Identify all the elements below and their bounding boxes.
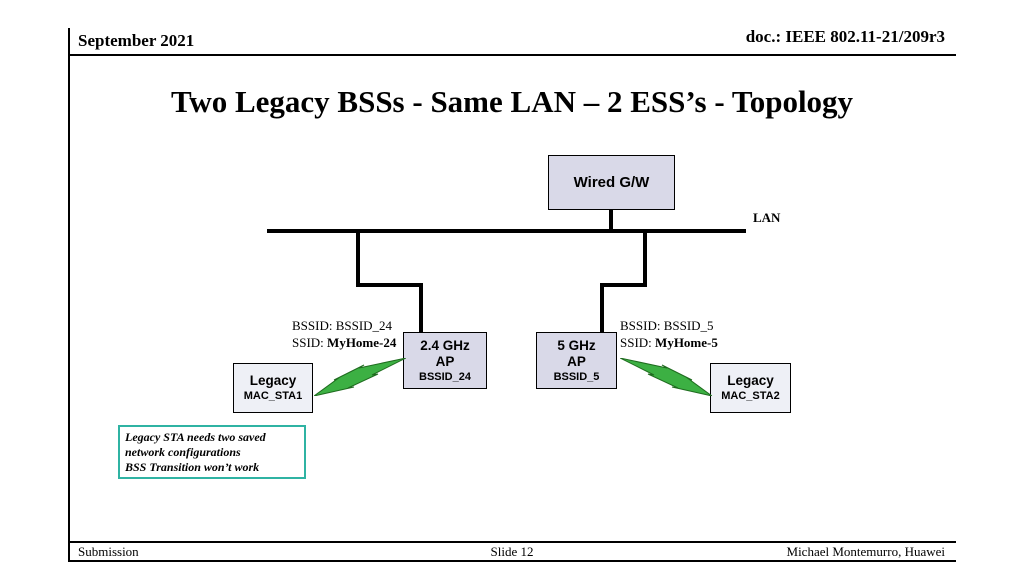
note-line-2: network configurations (125, 445, 241, 459)
ap-5ghz-info-bssid: BSSID: BSSID_5 (620, 318, 714, 333)
ssid-label: SSID: (292, 335, 328, 350)
note-line-1: Legacy STA needs two saved (125, 430, 266, 444)
ap-5ghz-name-line1: 5 GHz (557, 337, 596, 353)
gateway-connector-line (609, 209, 613, 231)
legacy-sta1-label: Legacy (249, 373, 297, 388)
footer-rule-top (68, 541, 956, 543)
lightning-bolt-right-icon (620, 358, 712, 396)
ssid-value: MyHome-5 (655, 335, 718, 350)
note-box: Legacy STA needs two saved network confi… (118, 425, 306, 479)
connector-line-right-vertical (643, 231, 647, 287)
ap-5ghz-info-ssid: SSID: MyHome-5 (620, 334, 718, 351)
connector-line-left-vertical (356, 231, 360, 287)
ap-2-4ghz-info: BSSID: BSSID_24 SSID: MyHome-24 (292, 317, 396, 351)
note-line-3: BSS Transition won’t work (125, 460, 260, 474)
legacy-sta2-mac: MAC_STA2 (721, 390, 780, 402)
connector-line-left-drop (419, 283, 423, 332)
ap-2-4ghz-box: 2.4 GHz AP BSSID_24 (403, 332, 487, 389)
connector-line-right-drop (600, 283, 604, 332)
ap-5ghz-bssid: BSSID_5 (553, 370, 600, 383)
legacy-sta2-box: Legacy MAC_STA2 (710, 363, 791, 413)
legacy-sta1-mac: MAC_STA1 (243, 390, 303, 402)
header-date: September 2021 (78, 31, 195, 50)
gateway-label: Wired G/W (573, 174, 650, 191)
ap-2-4ghz-name-line2: AP (435, 353, 455, 369)
ap-2-4ghz-info-ssid: SSID: MyHome-24 (292, 334, 396, 351)
gateway-box: Wired G/W (548, 155, 675, 210)
header-doc-number: doc.: IEEE 802.11-21/209r3 (745, 27, 945, 46)
footer-rule-bottom (68, 560, 956, 562)
connector-line-right-horizontal (600, 283, 647, 287)
footer-submission: Submission (78, 544, 139, 559)
legacy-sta1-box: Legacy MAC_STA1 (233, 363, 313, 413)
header-rule (68, 54, 956, 56)
ap-2-4ghz-info-bssid: BSSID: BSSID_24 (292, 318, 393, 333)
ap-5ghz-name-line2: AP (567, 353, 586, 369)
footer-author: Michael Montemurro, Huawei (786, 544, 945, 559)
legacy-sta2-label: Legacy (727, 373, 774, 388)
footer-slide-number: Slide 12 (490, 544, 534, 559)
ap-5ghz-info: BSSID: BSSID_5 SSID: MyHome-5 (620, 317, 718, 351)
lan-bus-line (267, 229, 746, 233)
lightning-bolt-left-icon (314, 358, 406, 396)
page-title: Two Legacy BSSs - Same LAN – 2 ESS’s - T… (170, 84, 854, 119)
lan-label: LAN (753, 210, 781, 225)
ap-2-4ghz-bssid: BSSID_24 (419, 370, 471, 383)
ssid-label: SSID: (620, 335, 656, 350)
ap-2-4ghz-name-line1: 2.4 GHz (420, 337, 470, 353)
connector-line-left-horizontal (356, 283, 423, 287)
slide-left-border (68, 28, 70, 562)
ap-5ghz-box: 5 GHz AP BSSID_5 (536, 332, 617, 389)
ssid-value: MyHome-24 (327, 335, 397, 350)
